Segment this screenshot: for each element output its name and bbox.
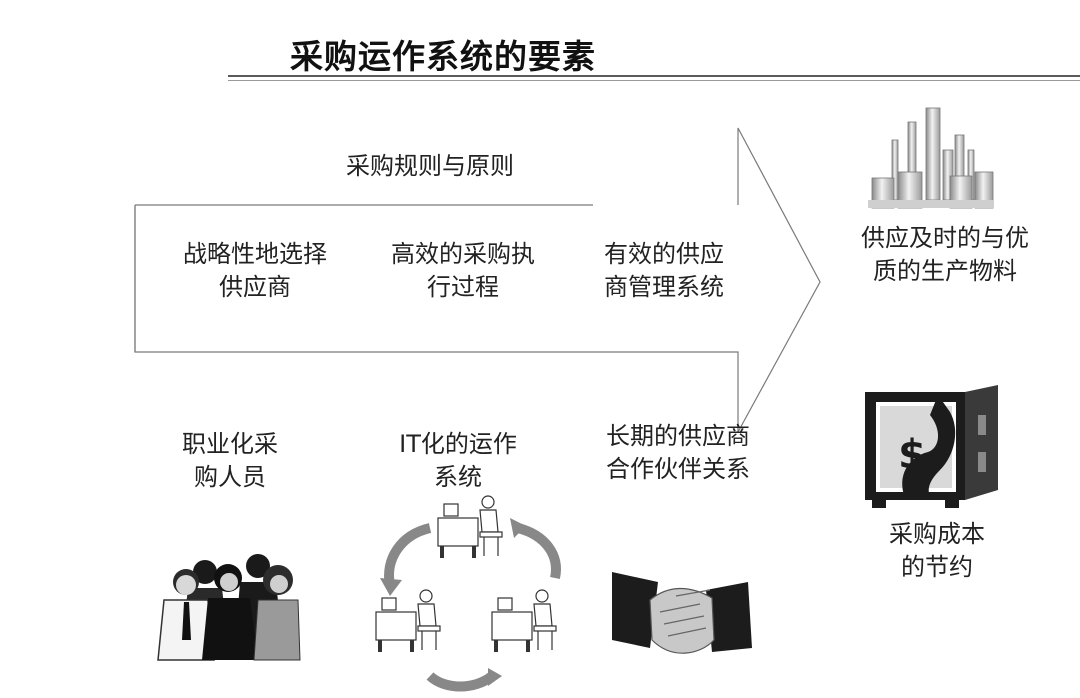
- handshake-icon: [0, 0, 1080, 698]
